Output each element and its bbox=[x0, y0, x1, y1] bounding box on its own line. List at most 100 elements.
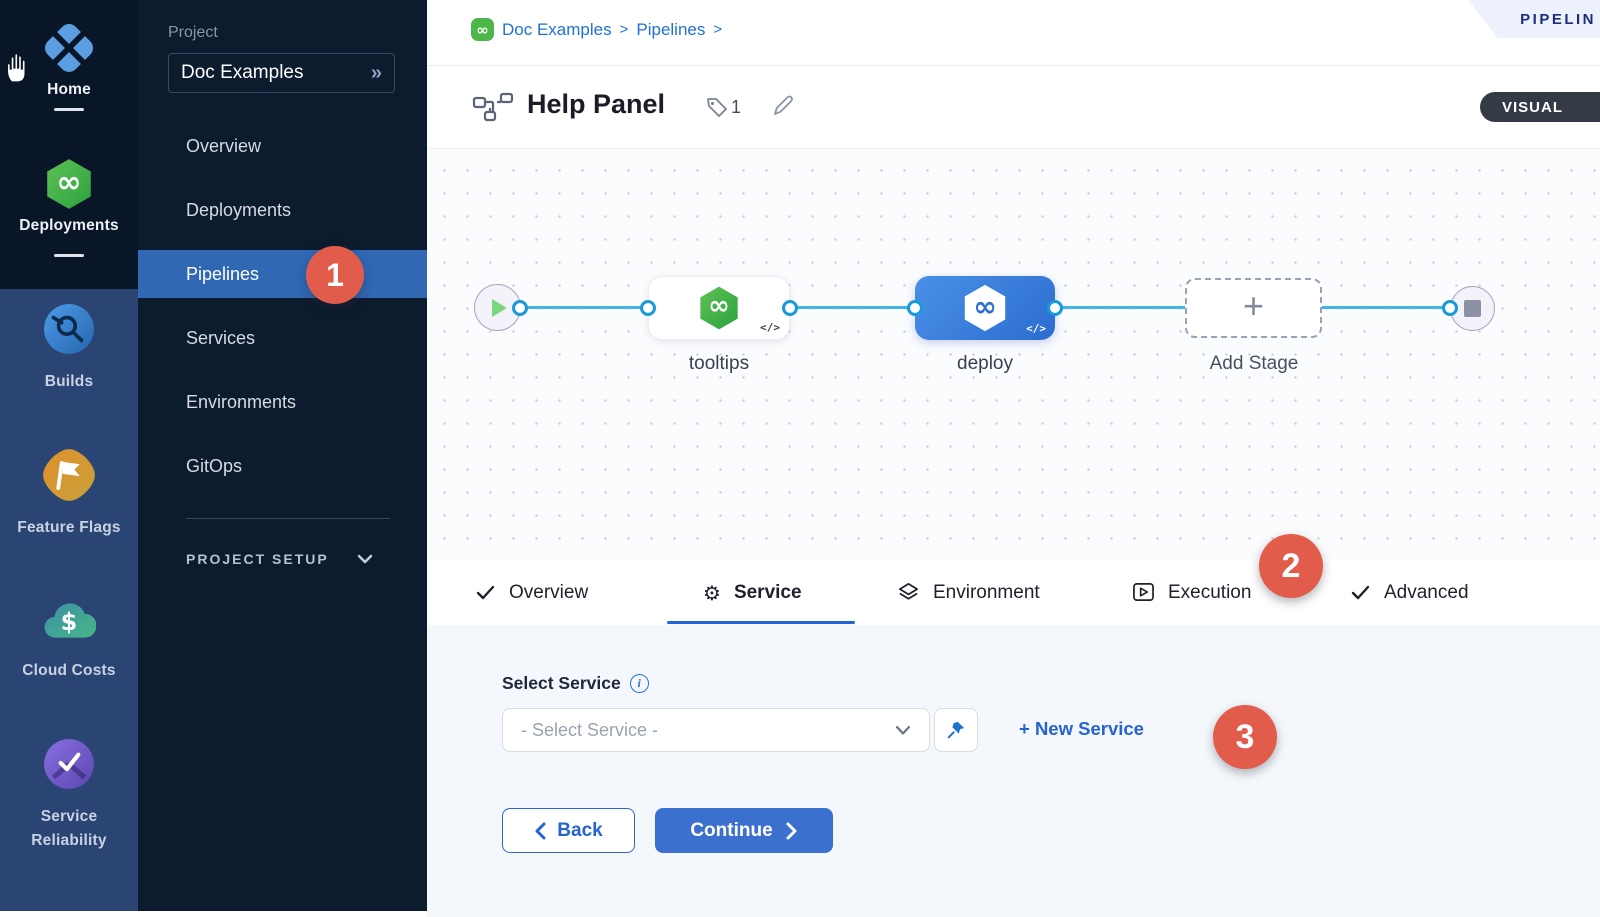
pipeline-canvas[interactable]: ∞ </> tooltips ∞ </> deploy + bbox=[427, 148, 1600, 560]
stage-card-deploy[interactable]: ∞ </> bbox=[915, 276, 1055, 340]
sidebar-item-label: Pipelines bbox=[186, 264, 260, 284]
stage-card-tooltips[interactable]: ∞ </> bbox=[648, 276, 790, 340]
module-home-label: Home bbox=[47, 81, 91, 98]
chevron-down-icon bbox=[895, 725, 911, 735]
project-name: Doc Examples bbox=[181, 62, 304, 83]
visual-yaml-toggle[interactable]: VISUAL bbox=[1480, 92, 1600, 122]
feature-flags-icon bbox=[43, 449, 95, 501]
chevron-left-icon bbox=[535, 822, 546, 839]
stage-label-deploy: deploy bbox=[957, 353, 1013, 374]
code-badge: </> bbox=[1026, 322, 1046, 335]
module-feature-flags[interactable]: Feature Flags bbox=[0, 448, 138, 540]
tab-advanced[interactable]: Advanced bbox=[1350, 560, 1469, 625]
module-home[interactable]: Home bbox=[0, 20, 138, 99]
hand-cursor-icon bbox=[6, 53, 26, 83]
builds-icon bbox=[44, 304, 94, 354]
select-service-dropdown[interactable]: - Select Service - bbox=[502, 708, 930, 752]
module-builds[interactable]: Builds bbox=[0, 303, 138, 394]
step-badge-1: 1 bbox=[306, 246, 364, 304]
module-deployments[interactable]: ∞ Deployments bbox=[0, 156, 138, 235]
tab-service[interactable]: ⚙ Service bbox=[703, 560, 802, 625]
node-port[interactable] bbox=[640, 300, 656, 316]
sidebar-item-deployments[interactable]: Deployments bbox=[138, 186, 427, 234]
select-service-label: Select Service bbox=[502, 673, 621, 693]
active-tab-underline bbox=[667, 621, 855, 624]
select-service-label-row: Select Service i bbox=[502, 673, 649, 694]
node-port[interactable] bbox=[782, 300, 798, 316]
step-badge-2: 2 bbox=[1259, 534, 1323, 598]
module-cloud-costs-label: Cloud Costs bbox=[22, 662, 116, 679]
sidebar-item-label: Services bbox=[186, 328, 256, 348]
project-setup-label: PROJECT SETUP bbox=[186, 551, 329, 567]
visual-toggle-label: VISUAL bbox=[1502, 98, 1564, 116]
main-content: ∞ Doc Examples > Pipelines > PIPELIN Hel… bbox=[427, 0, 1600, 917]
check-icon bbox=[1351, 585, 1370, 600]
project-setup-toggle[interactable]: PROJECT SETUP bbox=[186, 551, 386, 567]
tab-label: Service bbox=[733, 581, 802, 603]
header-divider bbox=[427, 65, 1600, 66]
expand-project-icon[interactable]: » bbox=[370, 61, 382, 84]
play-icon bbox=[492, 298, 507, 317]
dollar-glyph: $ bbox=[60, 608, 78, 636]
sidebar-item-label: Overview bbox=[186, 136, 262, 156]
module-service-reliability[interactable]: Service Reliability bbox=[0, 738, 138, 853]
pin-service-button[interactable] bbox=[934, 708, 978, 752]
tab-execution[interactable]: Execution bbox=[1132, 560, 1251, 625]
node-port[interactable] bbox=[512, 300, 528, 316]
breadcrumb-separator: > bbox=[619, 21, 629, 38]
node-port[interactable] bbox=[907, 300, 923, 316]
new-service-link[interactable]: + New Service bbox=[1019, 718, 1144, 739]
check-icon bbox=[476, 585, 495, 600]
harness-project-icon: ∞ bbox=[471, 18, 494, 41]
tag-count: 1 bbox=[731, 97, 742, 117]
back-button-label: Back bbox=[557, 819, 603, 841]
harness-stage-icon: ∞ bbox=[695, 284, 743, 332]
deployments-underline bbox=[54, 254, 84, 257]
tab-label: Overview bbox=[509, 581, 589, 603]
gear-icon: ⚙ bbox=[703, 580, 721, 605]
module-feature-flags-label: Feature Flags bbox=[17, 519, 121, 536]
ribbon-label: PIPELIN bbox=[1520, 10, 1596, 28]
module-cloud-costs[interactable]: $ Cloud Costs bbox=[0, 594, 138, 683]
breadcrumb-project-link[interactable]: Doc Examples bbox=[502, 19, 612, 39]
stop-icon bbox=[1464, 300, 1481, 317]
module-deployments-label: Deployments bbox=[19, 217, 119, 234]
continue-button-label: Continue bbox=[690, 819, 773, 841]
pipeline-studio-ribbon: PIPELIN bbox=[1468, 0, 1600, 38]
select-service-placeholder: - Select Service - bbox=[521, 719, 659, 740]
stage-label-tooltips: tooltips bbox=[688, 353, 750, 374]
project-selector[interactable]: Doc Examples » bbox=[168, 53, 395, 93]
node-port[interactable] bbox=[1442, 300, 1458, 316]
breadcrumb-pipelines-link[interactable]: Pipelines bbox=[636, 19, 706, 39]
tab-label: Environment bbox=[933, 581, 1040, 603]
sidebar-divider bbox=[186, 518, 390, 519]
sidebar-item-label: GitOps bbox=[186, 456, 243, 476]
add-stage-label: Add Stage bbox=[1209, 353, 1299, 374]
back-button[interactable]: Back bbox=[502, 808, 635, 853]
sidebar-item-environments[interactable]: Environments bbox=[138, 378, 427, 426]
node-port[interactable] bbox=[1047, 300, 1063, 316]
project-sidebar: Project Doc Examples » Overview Deployme… bbox=[138, 0, 427, 911]
plus-icon: + bbox=[1242, 285, 1265, 326]
sidebar-item-pipelines[interactable]: Pipelines bbox=[138, 250, 427, 298]
tag-icon[interactable] bbox=[705, 95, 729, 119]
deployments-icon: ∞ bbox=[41, 156, 97, 212]
pushpin-icon bbox=[947, 721, 965, 739]
info-icon[interactable]: i bbox=[629, 674, 649, 693]
sidebar-item-overview[interactable]: Overview bbox=[138, 122, 427, 170]
cloud-costs-icon: $ bbox=[42, 594, 97, 646]
page-title: Help Panel bbox=[527, 89, 666, 119]
sidebar-item-services[interactable]: Services bbox=[138, 314, 427, 362]
add-stage-button[interactable]: + bbox=[1185, 278, 1322, 338]
service-tab-panel: Select Service i - Select Service - + Ne… bbox=[427, 625, 1600, 917]
service-reliability-icon bbox=[44, 739, 94, 789]
sidebar-item-gitops[interactable]: GitOps bbox=[138, 442, 427, 490]
sidebar-item-label: Deployments bbox=[186, 200, 292, 220]
tab-environment[interactable]: Environment bbox=[897, 560, 1040, 625]
tab-overview[interactable]: Overview bbox=[475, 560, 588, 625]
execution-icon bbox=[1133, 583, 1154, 601]
continue-button[interactable]: Continue bbox=[655, 808, 833, 853]
edit-pencil-icon[interactable] bbox=[770, 93, 796, 119]
chevron-down-icon bbox=[357, 554, 372, 564]
